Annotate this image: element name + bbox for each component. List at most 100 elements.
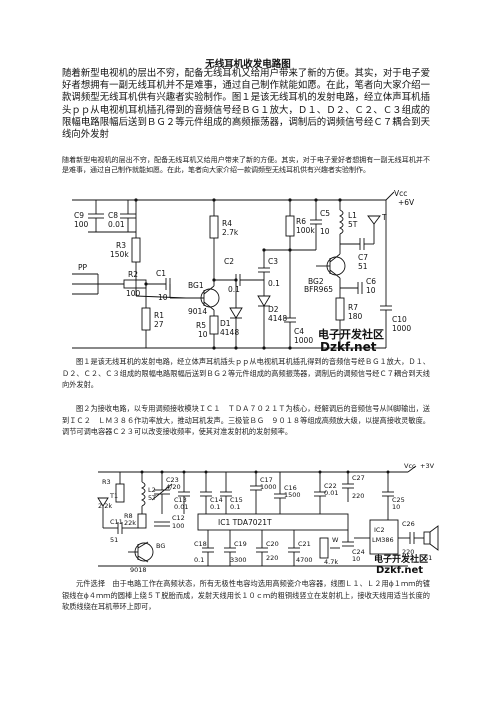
label-c26: C26 bbox=[402, 520, 415, 528]
document-title: 无线耳机收发电路图 bbox=[205, 59, 291, 70]
label-c10-value: 1000 bbox=[392, 324, 411, 333]
label-c6-value: 10 bbox=[366, 286, 376, 295]
label-c27: C27 bbox=[352, 474, 365, 482]
label-w-value: 4.7k bbox=[324, 558, 338, 566]
label-vcc: Vcc bbox=[394, 189, 407, 198]
label-c1-value: 10 bbox=[158, 293, 168, 302]
watermark-receiver: 电子开发社区 Dzkf.net bbox=[374, 553, 428, 574]
label-c25-value: 10 bbox=[392, 503, 400, 511]
label-c2: C2 bbox=[224, 257, 234, 266]
label-vcc-value: +6V bbox=[398, 198, 415, 207]
label-r4-value: 2.7k bbox=[222, 228, 239, 237]
label-c27-value: 220 bbox=[352, 492, 364, 500]
label-r6-value: 100k bbox=[296, 226, 315, 235]
label-c7: C7 bbox=[358, 253, 368, 262]
label-c10: C10 bbox=[392, 315, 407, 324]
label-bg-value: 9018 bbox=[130, 566, 147, 574]
label-d2: D2 bbox=[268, 305, 279, 314]
label-c14: C14 bbox=[210, 496, 223, 504]
label-c17-value: 1000 bbox=[260, 483, 277, 491]
label-bg1: BG1 bbox=[188, 281, 204, 290]
label-l2: L2 bbox=[148, 486, 156, 494]
label-c14-value: 0.1 bbox=[210, 503, 220, 511]
figure-1-caption: 图１是该无线耳机的发射电路，经立体声耳机插头ｐｐ从电视机耳机插孔得到的音频信号经… bbox=[62, 357, 430, 390]
label-c22: C22 bbox=[324, 482, 337, 490]
label-c24-value: 10 bbox=[352, 555, 360, 563]
label-c8-value: 0.01 bbox=[108, 220, 125, 229]
label-c7-value: 51 bbox=[358, 262, 368, 271]
label-c26-value: 220 bbox=[402, 548, 414, 556]
label-c8: C8 bbox=[108, 211, 118, 220]
label-c18: C18 bbox=[194, 540, 207, 548]
receiver-schematic: T1 L2 5T C23 4/20 R3 2.2k C13 0.01 C14 0… bbox=[97, 462, 439, 574]
label-r2: R2 bbox=[128, 270, 138, 279]
label-c5-value: 10 bbox=[320, 227, 330, 236]
label-bg2: BG2 bbox=[308, 277, 324, 286]
label-c5: C5 bbox=[320, 209, 330, 218]
label-c19: C19 bbox=[234, 540, 247, 548]
label-ic1: IC1 TDA7021T bbox=[218, 518, 272, 527]
label-c11: C11 bbox=[110, 518, 123, 526]
label-r7: R7 bbox=[348, 303, 358, 312]
label-c15-value: 0.1 bbox=[230, 503, 240, 511]
transmitter-schematic: C9 100 C8 0.01 R3 150k R4 2.7k R6 100k C… bbox=[72, 189, 415, 353]
watermark-transmitter: 电子开发社区 Dzkf.net bbox=[318, 327, 384, 353]
label-c1: C1 bbox=[156, 269, 166, 278]
label-r1-value: 27 bbox=[154, 320, 164, 329]
label-c22-value: 0.01 bbox=[324, 489, 338, 497]
label-c9-value: 100 bbox=[74, 220, 89, 229]
label-r3-value: 150k bbox=[110, 250, 129, 259]
intro-paragraph-small: 随着新型电视机的层出不穷，配备无线耳机又给用户带来了新的方便。其实，对于电子爱好… bbox=[62, 156, 430, 175]
label-c2-value: 0.1 bbox=[228, 285, 240, 294]
label-c16-value: 1500 bbox=[284, 491, 301, 499]
label-w: W bbox=[332, 536, 339, 544]
label-c9: C9 bbox=[74, 211, 84, 220]
label-c6: C6 bbox=[366, 277, 376, 286]
label-c3-value: 0.1 bbox=[268, 279, 280, 288]
label-c25: C25 bbox=[392, 496, 405, 504]
label-bg2-value: BFR965 bbox=[304, 285, 333, 294]
watermark-cn: 电子开发社区 bbox=[318, 327, 384, 341]
label-c23-value: 4/20 bbox=[166, 483, 181, 491]
label-r3: R3 bbox=[116, 241, 126, 250]
label-l1-value: 5T bbox=[348, 220, 358, 229]
label-c13: C13 bbox=[174, 496, 187, 504]
label-t1: T1 bbox=[109, 492, 118, 500]
label-bg: BG bbox=[156, 542, 165, 550]
label-s1: S1 bbox=[424, 554, 432, 562]
label-l2-value: 5T bbox=[148, 494, 156, 502]
label-ic2: IC2 bbox=[374, 526, 385, 534]
label-r7-value: 180 bbox=[348, 312, 363, 321]
label-c15: C15 bbox=[230, 496, 243, 504]
intro-paragraph: 随着新型电视机的层出不穷，配备无线耳机又给用户带来了新的方便。其实，对于电子爱好… bbox=[62, 68, 430, 141]
label-bg1-value: 9014 bbox=[188, 307, 207, 316]
label-c24: C24 bbox=[352, 548, 365, 556]
parts-paragraph: 元件选择 由于电路工作在高频状态，所有无极性电容均选用高频瓷介电容器，线圈Ｌ１、… bbox=[62, 579, 430, 612]
label-r5-value: 10 bbox=[198, 330, 208, 339]
label-c13-value: 0.01 bbox=[174, 503, 188, 511]
label-c12-value: 100 bbox=[172, 522, 184, 530]
label-r1: R1 bbox=[154, 311, 164, 320]
label-receiver-vcc-value: +3V bbox=[420, 462, 435, 470]
label-r8-value: 22k bbox=[124, 519, 136, 527]
label-c20: C20 bbox=[266, 540, 279, 548]
label-c3: C3 bbox=[268, 257, 278, 266]
label-c18-value: 0.1 bbox=[194, 556, 204, 564]
label-c21-value: 4700 bbox=[296, 556, 313, 564]
watermark-en: Dzkf.net bbox=[320, 340, 377, 353]
label-c17: C17 bbox=[260, 476, 273, 484]
label-c12: C12 bbox=[172, 514, 185, 522]
label-c11-value: 51 bbox=[110, 536, 118, 544]
label-l1: L1 bbox=[348, 211, 357, 220]
label-c19-value: 3300 bbox=[230, 556, 247, 564]
label-r2-value: 100 bbox=[126, 289, 141, 298]
label-pp: PP bbox=[78, 263, 88, 272]
label-d1-value: 4148 bbox=[220, 328, 239, 337]
watermark-cn-2: 电子开发社区 bbox=[374, 553, 428, 565]
label-c4: C4 bbox=[294, 327, 304, 336]
label-receiver-r3-value: 2.2k bbox=[98, 502, 112, 510]
label-c20-value: 220 bbox=[266, 554, 278, 562]
label-r5: R5 bbox=[196, 321, 206, 330]
label-c21: C21 bbox=[298, 540, 311, 548]
